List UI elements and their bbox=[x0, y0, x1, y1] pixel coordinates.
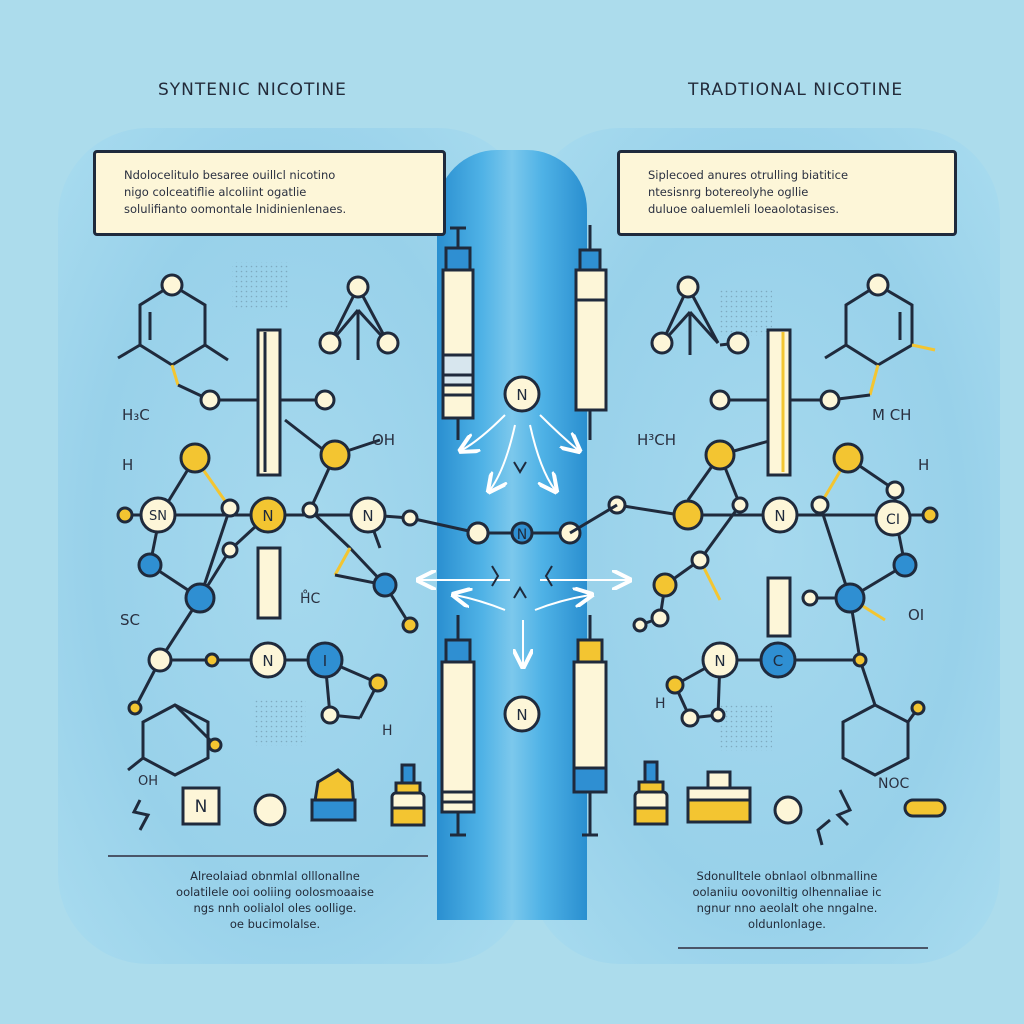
center-n-top-label: N bbox=[516, 386, 527, 404]
atom-sn-label: SN bbox=[149, 509, 167, 524]
stipple-patch bbox=[720, 290, 772, 336]
synthetic-nicotine-molecule bbox=[117, 283, 479, 831]
atom-ci-label: CI bbox=[886, 512, 900, 528]
dropper-bottle-icon bbox=[390, 763, 426, 827]
label-hc: H̊C bbox=[300, 590, 321, 607]
label-h3ch: H³CH bbox=[637, 431, 676, 449]
label-h: H bbox=[122, 456, 133, 474]
traditional-caption: Sdonulltele obnlaol olbnmalline oolaniiu… bbox=[637, 868, 937, 932]
center-chain bbox=[466, 503, 618, 545]
syringe-icon bbox=[441, 226, 475, 440]
syringe-icon bbox=[440, 615, 476, 837]
label-oh: OH bbox=[372, 431, 395, 449]
label-h: H bbox=[382, 723, 393, 739]
atom-n: N bbox=[761, 496, 799, 534]
synthetic-divider bbox=[108, 855, 428, 857]
stipple-patch bbox=[254, 700, 306, 746]
label-oh: OH bbox=[138, 774, 158, 789]
traditional-atoms bbox=[607, 273, 939, 825]
atom-n-lower: N bbox=[701, 641, 739, 679]
atom-n-yellow: N bbox=[249, 496, 287, 534]
atom-n-label: N bbox=[714, 652, 725, 670]
center-chevrons bbox=[491, 461, 553, 599]
atom-i: I bbox=[306, 641, 344, 679]
traditional-callout-text: Siplecoed anures otrulling biatitice nte… bbox=[648, 168, 849, 216]
atom-ci: CI bbox=[874, 499, 912, 537]
syringe-icon bbox=[574, 225, 608, 440]
atom-n-label: N bbox=[262, 652, 273, 670]
label-h3c: H₃C bbox=[122, 406, 150, 424]
atom-n: N bbox=[349, 496, 387, 534]
atom-n-label: N bbox=[262, 507, 273, 525]
synthetic-caption-text: Alreolaiad obnmlal olllonallne oolatilel… bbox=[176, 869, 374, 931]
stipple-patch bbox=[232, 262, 290, 310]
capsule-icon bbox=[903, 798, 947, 818]
center-n-label: N bbox=[517, 527, 527, 543]
atom-i-label: I bbox=[323, 652, 327, 670]
label-h: H bbox=[655, 696, 666, 712]
n-box-icon: N bbox=[181, 786, 221, 826]
atom-sn: SN bbox=[139, 496, 177, 534]
label-noc: NOC bbox=[878, 776, 909, 792]
traditional-divider bbox=[678, 947, 928, 949]
synthetic-atoms bbox=[116, 273, 490, 827]
center-n-bottom: N bbox=[503, 695, 541, 733]
beaker-icon bbox=[686, 770, 752, 824]
atom-c-label: C bbox=[773, 652, 783, 670]
synthetic-caption: Alreolaiad obnmlal olllonallne oolatilel… bbox=[125, 868, 425, 932]
label-h: H bbox=[918, 456, 929, 474]
atom-c: C bbox=[759, 641, 797, 679]
atom-n-label: N bbox=[774, 507, 785, 525]
beaker-icon bbox=[310, 768, 357, 822]
n-box-label: N bbox=[195, 797, 208, 817]
label-sc: SC bbox=[120, 611, 140, 629]
label-mch: M CH bbox=[872, 406, 911, 424]
synthetic-callout-text: Ndolocelitulo besaree ouillcl nicotino n… bbox=[124, 168, 347, 216]
label-oi: OI bbox=[908, 606, 924, 624]
dropper-bottle-icon bbox=[633, 760, 669, 826]
center-n-bottom-label: N bbox=[516, 706, 527, 724]
traditional-nicotine-molecule bbox=[616, 283, 936, 846]
center-n-top: N bbox=[503, 375, 541, 413]
synthetic-title: SYNTENIC NICOTINE bbox=[158, 80, 347, 100]
traditional-title: TRADTIONAL NICOTINE bbox=[688, 80, 904, 100]
traditional-callout-box: Siplecoed anures otrulling biatitice nte… bbox=[617, 150, 957, 236]
syringe-icon bbox=[572, 615, 608, 837]
traditional-caption-text: Sdonulltele obnlaol olbnmalline oolaniiu… bbox=[692, 869, 882, 931]
traditional-panel-background bbox=[530, 128, 1000, 964]
synthetic-callout-box: Ndolocelitulo besaree ouillcl nicotino n… bbox=[93, 150, 446, 236]
stipple-patch bbox=[720, 705, 772, 751]
atom-n-lower: N bbox=[249, 641, 287, 679]
atom-n-label: N bbox=[362, 507, 373, 525]
